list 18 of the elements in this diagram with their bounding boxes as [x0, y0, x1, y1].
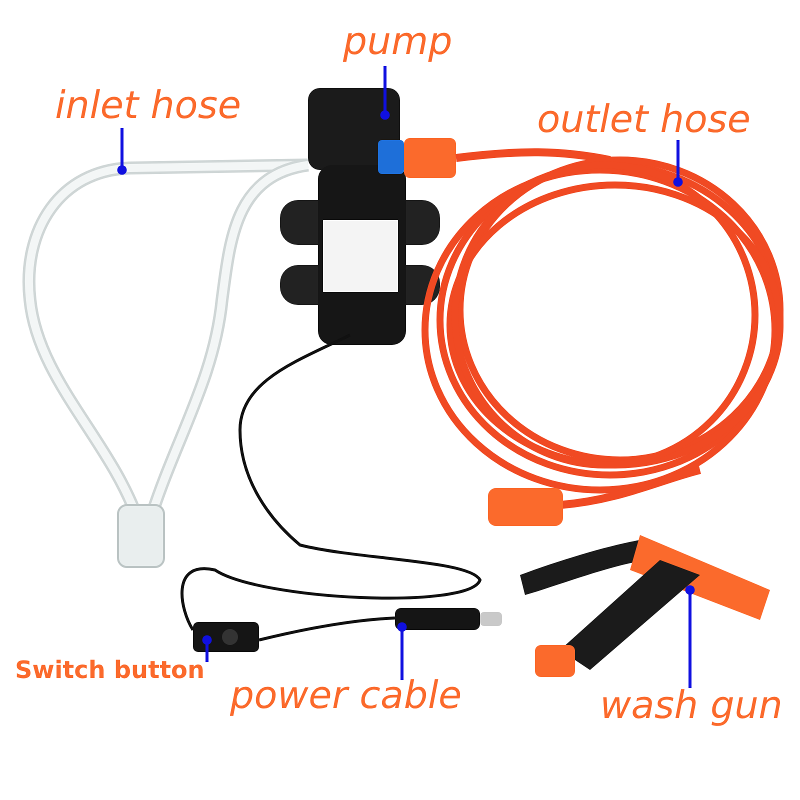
wash-gun-drawing — [520, 535, 770, 677]
leader-line — [380, 66, 390, 120]
leader-line — [397, 622, 407, 680]
part-label: Switch button — [15, 658, 205, 682]
part-label: pump — [343, 22, 452, 60]
part-label: inlet hose — [55, 86, 242, 124]
part-label: wash gun — [600, 686, 783, 724]
part-label: power cable — [230, 676, 462, 714]
pump-drawing — [280, 88, 456, 345]
leader-line — [673, 140, 683, 187]
switch-drawing — [193, 622, 259, 652]
leader-line — [202, 635, 212, 662]
power-cable-drawing — [180, 334, 502, 642]
outlet-hose-drawing — [422, 148, 784, 526]
leader-line — [117, 128, 127, 175]
part-label: outlet hose — [537, 100, 751, 138]
leader-line — [685, 585, 695, 688]
inlet-hose-drawing — [22, 158, 310, 568]
